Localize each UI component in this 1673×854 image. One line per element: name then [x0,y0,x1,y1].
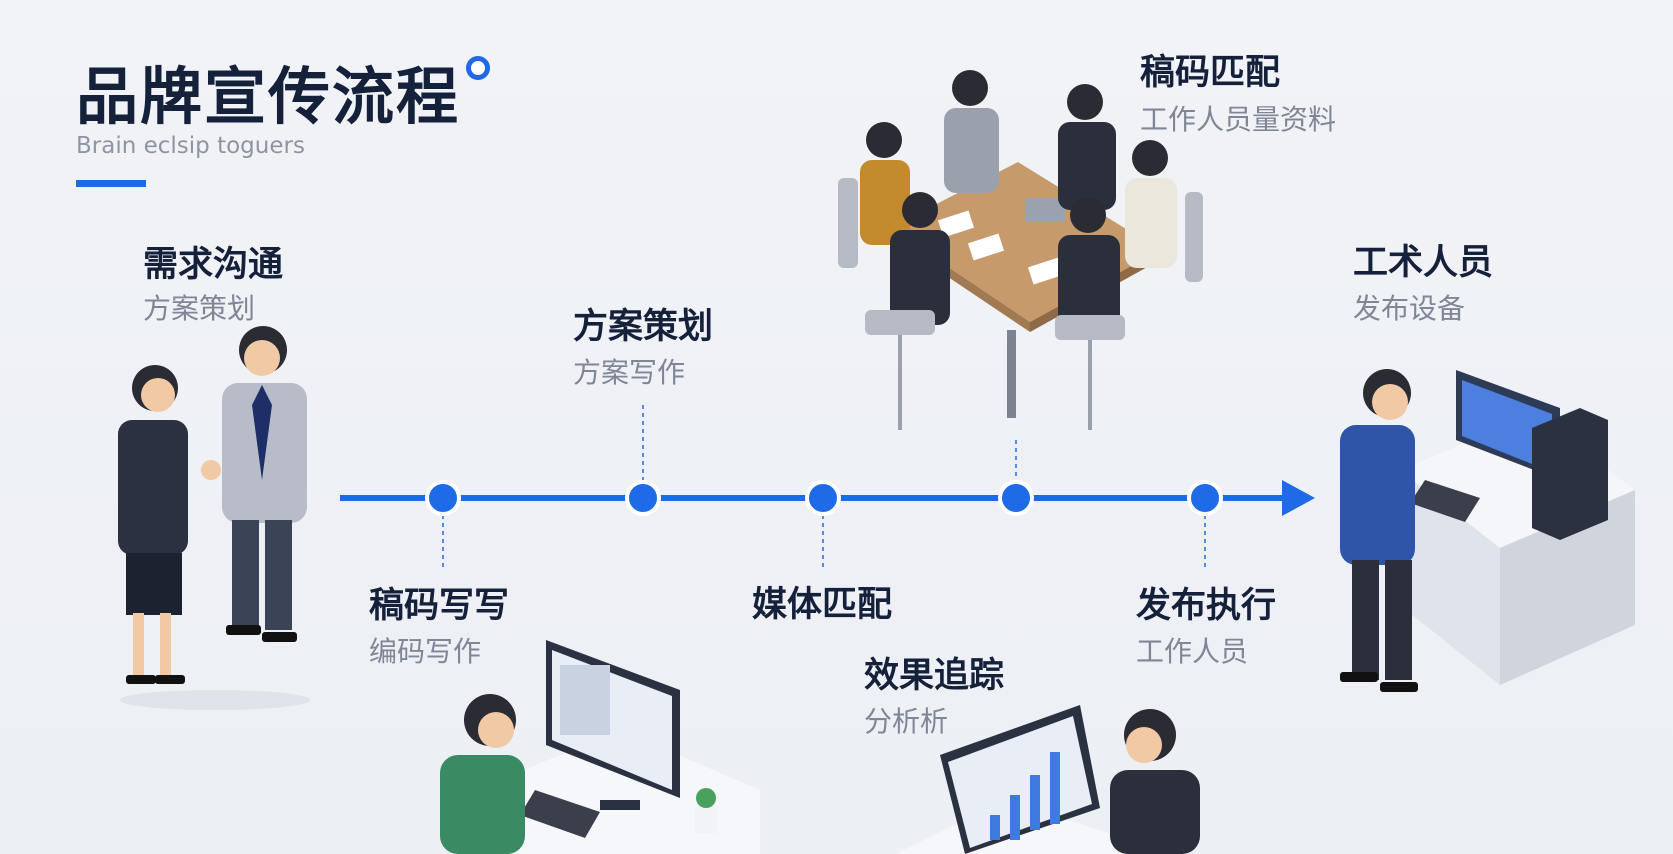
analyst-illustration [895,705,1200,854]
page-title: 品牌宣传流程 [76,60,461,133]
writer-illustration [440,640,760,854]
flow-node-1 [425,480,461,516]
page-subtitle: Brain eclsip toguers [76,133,305,159]
flow-node-4 [998,480,1034,516]
step-label-subtitle: 工作人员 [1136,635,1249,668]
step-label-subtitle: 编码写作 [369,635,482,668]
flow-node-3 [805,480,841,516]
step-label-title: 发布执行 [1136,586,1277,626]
step-label-subtitle: 发布设备 [1353,292,1466,325]
operator-illustration [1340,369,1635,692]
step-label-title: 效果追踪 [864,656,1005,696]
step-label-title: 工术人员 [1353,243,1494,283]
handshake-illustration [118,326,310,710]
flow-arrow-icon [1282,480,1315,516]
step-label-subtitle: 方案策划 [143,292,256,325]
step-label-title: 媒体匹配 [752,585,893,625]
title-underline [76,180,146,187]
step-label-subtitle: 方案写作 [573,356,686,389]
flow-node-5 [1187,480,1223,516]
step-label-subtitle: 工作人员量资料 [1140,103,1337,136]
title-dot-icon [466,56,490,80]
step-label-title: 稿码写写 [369,586,510,626]
flow-node-2 [625,480,661,516]
step-label-subtitle: 分析析 [864,705,949,738]
meeting-illustration [838,70,1203,430]
step-label-title: 需求沟通 [143,245,284,285]
step-label-title: 方案策划 [573,307,714,347]
step-label-title: 稿码匹配 [1140,53,1281,93]
